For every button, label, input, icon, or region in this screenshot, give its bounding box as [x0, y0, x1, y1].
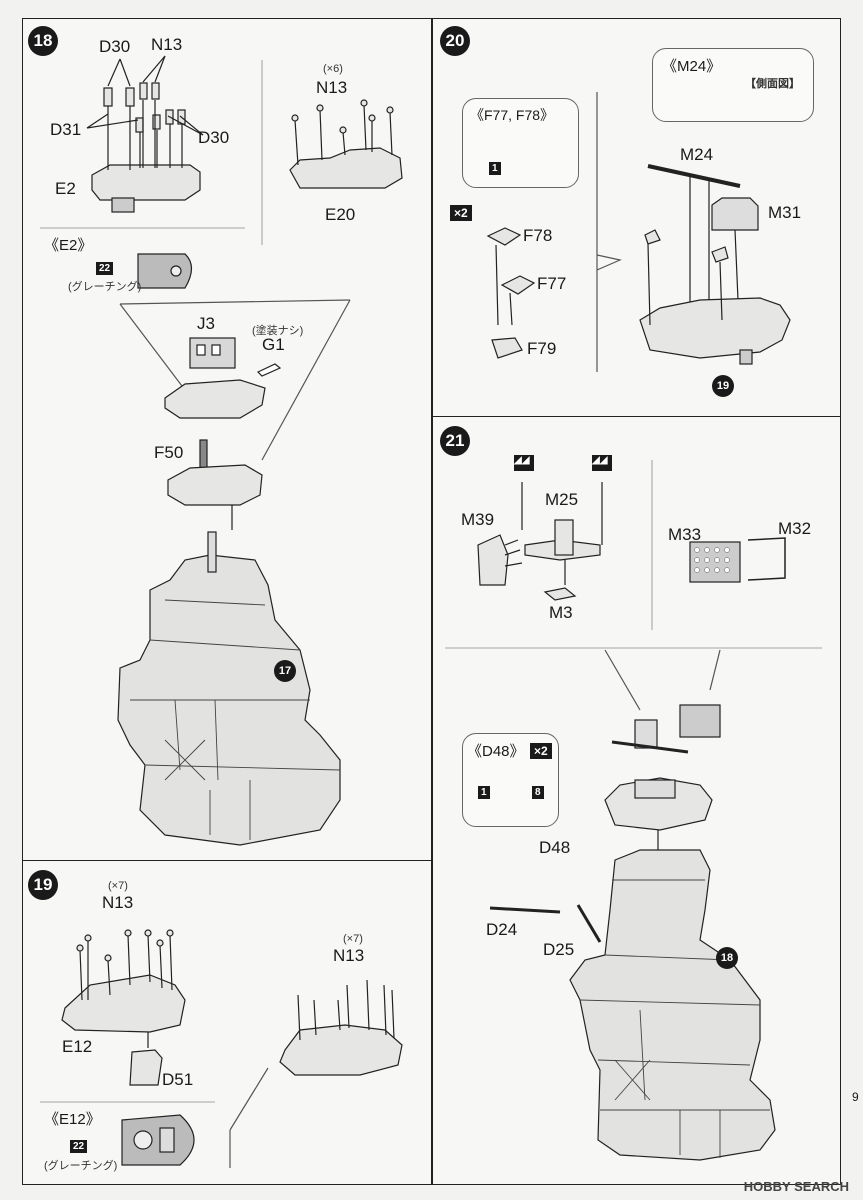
e12-part	[61, 974, 186, 1033]
m32-part	[747, 537, 786, 581]
d24-part	[489, 906, 561, 914]
d25-part	[576, 904, 602, 943]
label-grating-e12: (グレーチング)	[44, 1160, 118, 1172]
label-m25: M25	[545, 490, 579, 509]
f77-part	[500, 275, 536, 295]
photo-etch-icon-left: ◢◢	[514, 455, 534, 471]
label-m31: M31	[768, 203, 802, 222]
label-m33: M33	[668, 525, 702, 544]
label-m3: M3	[549, 603, 573, 622]
label-n13-left: N13	[102, 893, 134, 912]
f78-part	[486, 227, 522, 246]
label-f77-f78-ref: 《F77, F78》	[470, 107, 555, 123]
label-n13-top: N13	[151, 35, 183, 54]
label-x6: (×6)	[323, 63, 343, 75]
label-f79: F79	[527, 339, 557, 358]
label-m32: M32	[778, 519, 812, 538]
label-d30-top: D30	[99, 37, 131, 56]
ref-19: 19	[712, 375, 734, 397]
label-d25: D25	[543, 940, 575, 959]
top-deck-21	[604, 777, 713, 831]
f77-f78-callout-arrow	[596, 92, 622, 372]
step-number-18: 18	[28, 26, 58, 56]
label-d51: D51	[162, 1070, 194, 1089]
label-x7-right: (×7)	[343, 933, 363, 945]
label-g1: G1	[262, 335, 285, 354]
label-e12: E12	[62, 1037, 93, 1056]
page-number: 9	[852, 1090, 859, 1104]
color-1-d48: 1	[478, 786, 490, 799]
label-m24: M24	[680, 145, 714, 164]
label-n13-e20: N13	[316, 78, 348, 97]
qty-x2-step20: ×2	[450, 205, 472, 221]
d30-parts	[103, 82, 186, 133]
label-n13-right: N13	[333, 946, 365, 965]
e12-grating	[121, 1114, 195, 1166]
e20-part	[289, 147, 403, 189]
f77-f78-callout	[462, 98, 579, 188]
d51-part	[129, 1049, 163, 1086]
color-8-d48: 8	[532, 786, 544, 799]
e2-grating	[137, 253, 193, 289]
step-number-20: 20	[440, 26, 470, 56]
label-e2-ref: 《E2》	[44, 237, 93, 254]
label-m24-ref: 《M24》	[662, 58, 722, 75]
deck-step19	[639, 297, 791, 359]
qty-x2-step21: ×2	[530, 743, 552, 759]
label-side-view: 【側面図】	[745, 78, 800, 90]
hobby-search-watermark: HOBBY SEARCH	[743, 1179, 849, 1194]
bridge-deck-2	[167, 464, 263, 506]
m39-part	[477, 534, 509, 586]
label-d24: D24	[486, 920, 518, 939]
label-d48: D48	[539, 838, 571, 857]
label-f78: F78	[523, 226, 553, 245]
color-22-e2: 22	[96, 262, 114, 275]
label-d48-ref: 《D48》	[467, 743, 525, 760]
bridge-tower-18	[569, 849, 776, 1161]
label-d30-right: D30	[198, 128, 230, 147]
color-1-f77: 1	[489, 162, 501, 175]
m24-part	[647, 164, 741, 188]
label-no-paint: (塗装ナシ)	[252, 325, 304, 337]
photo-etch-icon-right: ◢◢	[592, 455, 612, 471]
m3-part	[543, 587, 577, 601]
label-e2: E2	[55, 179, 76, 198]
label-m39: M39	[461, 510, 495, 529]
bridge-deck-1	[164, 379, 266, 419]
color-22-e12: 22	[70, 1140, 88, 1153]
label-f50: F50	[154, 443, 184, 462]
ref-17: 17	[274, 660, 296, 682]
m31-part	[711, 197, 759, 231]
ref-18: 18	[716, 947, 738, 969]
step-number-19: 19	[28, 870, 58, 900]
e2-leg	[111, 197, 135, 213]
label-e20: E20	[325, 205, 356, 224]
step-number-21: 21	[440, 426, 470, 456]
f79-part	[491, 337, 523, 359]
g1-part	[256, 363, 282, 377]
e2-part	[91, 164, 201, 201]
label-grating-e2: (グレーチング)	[68, 281, 142, 293]
label-d31: D31	[50, 120, 82, 139]
label-f77: F77	[537, 274, 567, 293]
e12-assembled	[279, 1024, 403, 1076]
m24-side-view-callout	[652, 48, 814, 122]
label-x7-left: (×7)	[108, 880, 128, 892]
f50-part	[199, 439, 208, 471]
label-e12-ref: 《E12》	[44, 1111, 101, 1128]
label-j3: J3	[197, 314, 215, 333]
